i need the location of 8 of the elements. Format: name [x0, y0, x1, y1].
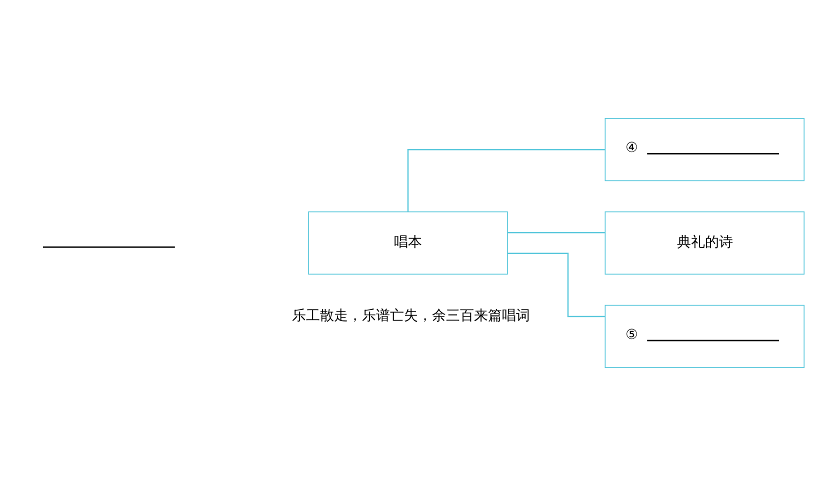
node-box: ⑤	[604, 304, 805, 368]
node-box: 典礼的诗	[604, 210, 805, 274]
node-box: 唱本	[308, 210, 508, 274]
label: 乐工散走，乐谱亡失，余三百来篇唱词	[292, 307, 530, 324]
node-box: ④	[604, 118, 805, 181]
connector	[407, 148, 606, 212]
connector	[508, 252, 605, 317]
connector	[508, 231, 606, 233]
